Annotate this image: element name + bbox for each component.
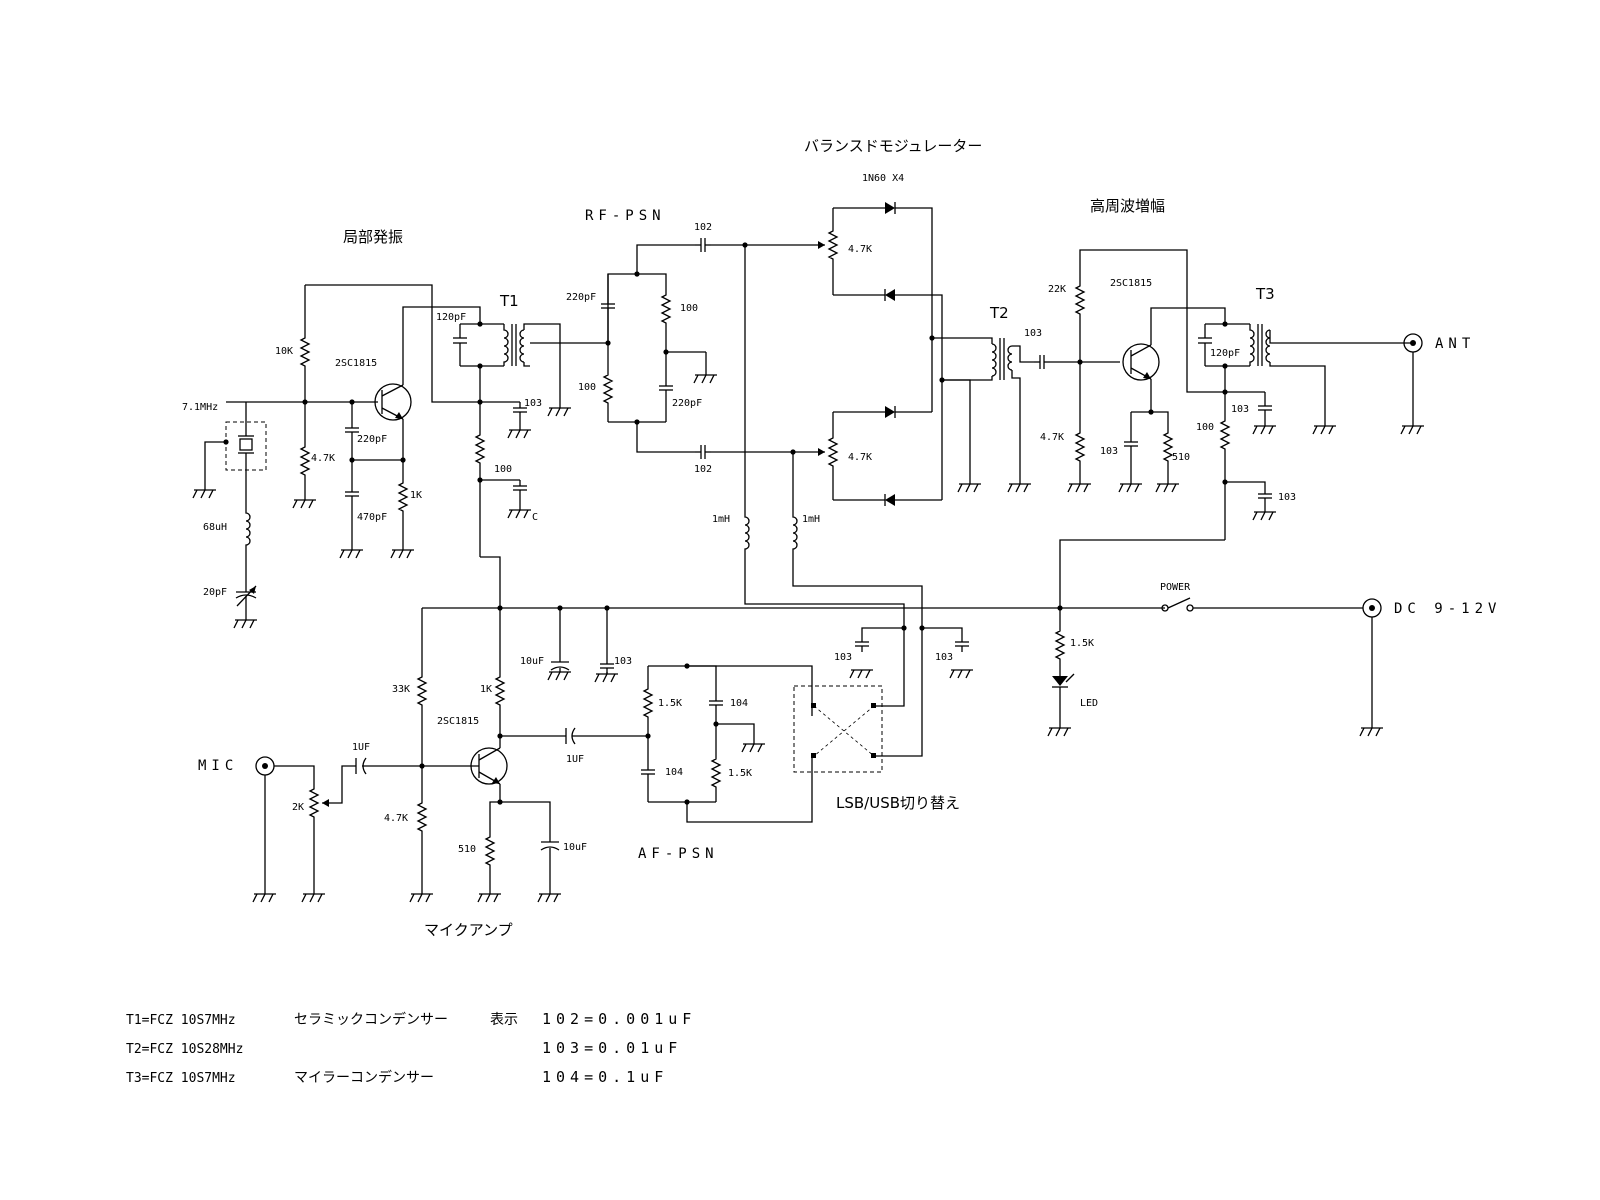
note-mylar: マイラーコンデンサー (294, 1069, 434, 1086)
label-c103-t3: 103 (1231, 404, 1249, 415)
label-r10k: 10K (275, 346, 293, 357)
label-mic-amp: マイクアンプ (424, 921, 513, 939)
label-t2: T2 (989, 304, 1009, 322)
label-c220-rf2: 220pF (672, 398, 702, 409)
label-c10u-pwr: 10uF (520, 656, 544, 667)
label-c103-pwr: 103 (614, 656, 632, 667)
label-r1k-osc: 1K (410, 490, 422, 501)
label-r15k-af1: 1.5K (658, 698, 682, 709)
label-c102-top: 102 (694, 222, 712, 233)
label-dc: DC 9-12V (1394, 601, 1501, 617)
label-c104-af2: 104 (665, 767, 683, 778)
label-power: POWER (1160, 582, 1191, 593)
label-local-osc: 局部発振 (343, 228, 403, 246)
label-c102-bot: 102 (694, 464, 712, 475)
note-104: 104=0.1uF (542, 1068, 668, 1086)
label-c103-dec: 103 (1278, 492, 1296, 503)
label-balanced-mod: バランスドモジュレーター (804, 137, 982, 155)
label-rf-amp: 高周波増幅 (1090, 197, 1165, 215)
label-c1uf-in: 1UF (352, 742, 370, 753)
note-ceramic: セラミックコンデンサー (294, 1011, 448, 1028)
label-c103-dec2: 103 (935, 652, 953, 663)
label-r47-mic: 4.7K (384, 813, 408, 824)
label-r100-rf: 100 (680, 303, 698, 314)
note-display: 表示 (490, 1012, 518, 1028)
label-r510-mic: 510 (458, 844, 476, 855)
note-102: 102=0.001uF (542, 1010, 696, 1028)
label-c470: 470pF (357, 512, 387, 523)
transformer-t1 (453, 321, 572, 606)
label-c10u-mic: 10uF (563, 842, 587, 853)
label-led: LED (1080, 698, 1098, 709)
label-q2: 2SC1815 (437, 716, 479, 727)
label-c1uf-out: 1UF (566, 754, 584, 765)
label-l1mh-b: 1mH (802, 514, 820, 525)
label-c120-t3: 120pF (1210, 348, 1240, 359)
label-mic: MIC (198, 758, 238, 774)
label-l68: 68uH (203, 522, 227, 533)
label-c-osc: C (532, 512, 538, 523)
af-psn-network (640, 640, 923, 823)
label-pot2: 4.7K (848, 452, 872, 463)
label-c104-af1: 104 (730, 698, 748, 709)
label-r100-osc: 100 (494, 464, 512, 475)
label-l1mh-a: 1mH (712, 514, 730, 525)
label-ant: ANT (1435, 336, 1475, 352)
label-t3: T3 (1255, 285, 1275, 303)
label-r15k-led: 1.5K (1070, 638, 1094, 649)
rf-amplifier (1059, 249, 1425, 608)
label-r510-rf: 510 (1172, 452, 1190, 463)
label-q3: 2SC1815 (1110, 278, 1152, 289)
note-103: 103=0.01uF (542, 1039, 682, 1057)
label-r22k: 22K (1048, 284, 1066, 295)
label-r100-rf2: 100 (578, 382, 596, 393)
label-c103-t2: 103 (1024, 328, 1042, 339)
mic-amplifier (252, 608, 648, 903)
note-t3: T3=FCZ 10S7MHz (126, 1071, 236, 1086)
label-r100-t3: 100 (1196, 422, 1214, 433)
label-q1: 2SC1815 (335, 358, 377, 369)
rf-psn-network (530, 237, 825, 460)
label-t1: T1 (499, 292, 519, 310)
label-r47-osc: 4.7K (311, 453, 335, 464)
label-r33k: 33K (392, 684, 410, 695)
balanced-modulator (744, 202, 1120, 640)
label-c103-dec1: 103 (834, 652, 852, 663)
label-pot2k: 2K (292, 802, 304, 813)
label-c120-t1: 120pF (436, 312, 466, 323)
local-oscillator-section (192, 284, 481, 629)
label-c103-q3: 103 (1100, 446, 1118, 457)
label-diodes: 1N60 X4 (862, 173, 904, 184)
note-t2: T2=FCZ 10S28MHz (126, 1042, 243, 1057)
label-c220-rf: 220pF (566, 292, 596, 303)
label-c20: 20pF (203, 587, 227, 598)
label-pot1: 4.7K (848, 244, 872, 255)
text-labels: 局部発振 RF-PSN バランスドモジュレーター 高周波増幅 AF-PSN マイ… (182, 137, 1501, 939)
label-c220-osc: 220pF (357, 434, 387, 445)
label-c103-t1: 103 (524, 398, 542, 409)
note-t1: T1=FCZ 10S7MHz (126, 1013, 236, 1028)
label-rf-psn: RF-PSN (585, 208, 666, 224)
power-rail (421, 597, 1384, 737)
label-r1k-mic: 1K (480, 684, 492, 695)
notes: T1=FCZ 10S7MHz セラミックコンデンサー 表示 102=0.001u… (126, 1010, 696, 1086)
label-af-psn: AF-PSN (638, 846, 719, 862)
label-freq: 7.1MHz (182, 402, 218, 413)
label-r15k-af2: 1.5K (728, 768, 752, 779)
label-lsb-usb: LSB/USB切り替え (836, 794, 960, 812)
label-r47-rf: 4.7K (1040, 432, 1064, 443)
